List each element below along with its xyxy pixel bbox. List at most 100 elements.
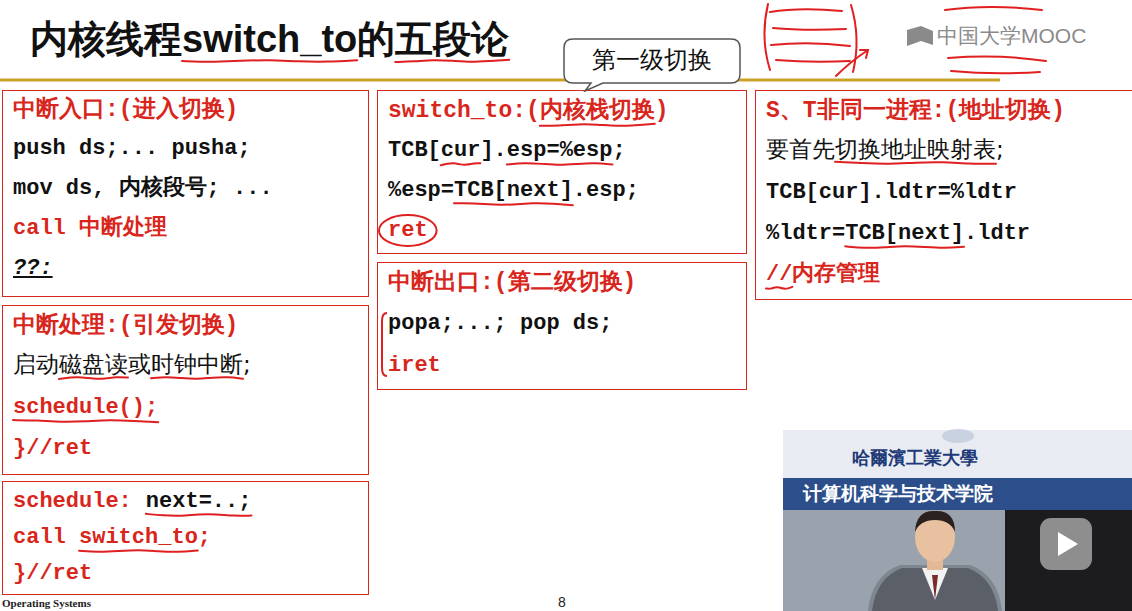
ink-underline	[441, 163, 481, 165]
handler-box: 中断处理:(引发切换) 启动磁盘读或时钟中断; schedule(); }//ret	[2, 305, 369, 475]
ink-underline	[146, 514, 252, 516]
code-line: ??:	[13, 256, 53, 281]
body-text: 要首先切换地址映射表;	[766, 134, 1004, 165]
box-heading: S、T非同一进程:(地址切换)	[766, 94, 1065, 125]
box-heading: 中断处理:(引发切换)	[13, 309, 238, 340]
ink-underline	[395, 60, 509, 62]
logo-text: 中国大学MOOC	[937, 22, 1086, 50]
text-line: switch_to:(内核栈切换)	[388, 93, 736, 131]
text-line: push ds;... pusha;	[13, 129, 358, 169]
text-line: TCB[cur].esp=%esp;	[388, 131, 736, 171]
monitor	[1005, 510, 1132, 611]
code-line: schedule();	[13, 395, 158, 420]
university-name: 哈爾濱工業大學	[852, 446, 978, 470]
text-line: popa;...; pop ds;	[388, 303, 736, 345]
ink-underline	[13, 420, 158, 422]
logo-shape	[907, 26, 933, 46]
code-line: %ldtr=TCB[next].ldtr	[766, 221, 1030, 246]
text-line: 要首先切换地址映射表;	[766, 131, 1124, 172]
text-line: %ldtr=TCB[next].ldtr	[766, 213, 1124, 254]
text-line: 中断出口:(第二级切换)	[388, 265, 736, 303]
play-button	[1040, 518, 1092, 570]
suit	[872, 568, 998, 611]
body-text: 启动磁盘读或时钟中断;	[13, 349, 251, 380]
text-line: schedule();	[13, 387, 358, 428]
text-line: S、T非同一进程:(地址切换)	[766, 93, 1124, 131]
text-line: }//ret	[13, 428, 358, 469]
ink-stroke	[776, 60, 850, 62]
text-line: call 中断处理	[13, 209, 358, 249]
suit-shadow	[868, 565, 1002, 611]
code-line: iret	[388, 353, 441, 378]
text-line: 中断处理:(引发切换)	[13, 308, 358, 346]
code-line: popa;...; pop ds;	[388, 311, 612, 336]
ink-underline	[540, 124, 655, 126]
callout-text: 第一级切换	[563, 38, 741, 83]
bubble-shape	[564, 39, 740, 91]
ink-underline	[507, 163, 613, 164]
ink-arrow	[836, 50, 868, 76]
play-triangle	[1058, 532, 1078, 556]
ink-underline	[79, 550, 198, 551]
code-line: ret	[388, 218, 428, 243]
slide-title: 内核线程switch_to的五段论	[30, 14, 509, 65]
tie	[932, 575, 938, 600]
ink-underline	[151, 377, 243, 378]
text-line: //内存管理	[766, 254, 1124, 295]
text-line: 中断入口:(进入切换)	[13, 93, 358, 129]
banner-top	[783, 430, 1132, 478]
switch-box: switch_to:(内核栈切换) TCB[cur].esp=%esp; %esp=…	[377, 90, 747, 254]
video-panel	[783, 429, 1132, 611]
mooc-logo-icon	[907, 26, 933, 46]
code-line: }//ret	[13, 561, 92, 586]
ink-underline	[845, 246, 964, 247]
text-line: 第一级切换	[563, 38, 741, 83]
ink-stroke	[764, 4, 770, 70]
code-line: schedule:	[13, 489, 132, 514]
text-line: mov ds, 内核段号; ...	[13, 169, 358, 209]
ink-underline	[835, 162, 996, 164]
ink-underline	[182, 60, 357, 62]
schedule-box: schedule: next=..; call switch_to; }//ret	[2, 481, 369, 595]
code-line: }//ret	[13, 436, 92, 461]
callout-bubble: 第一级切换	[563, 38, 741, 92]
text-line: call switch_to;	[13, 520, 358, 556]
text-line: iret	[388, 345, 736, 387]
title-rule	[0, 79, 1000, 82]
course-name: Operating Systems	[2, 597, 91, 609]
exit-box: 中断出口:(第二级切换) popa;...; pop ds; iret	[377, 262, 747, 390]
ink-underline	[766, 287, 792, 289]
code-line: %esp=TCB[next].esp;	[388, 178, 639, 203]
box-heading: 中断入口:(进入切换)	[13, 93, 238, 124]
ink-underline	[59, 377, 128, 379]
entry-box: 中断入口:(进入切换) push ds;... pusha; mov ds, 内核段…	[2, 90, 369, 297]
ink-stroke	[945, 7, 1042, 10]
code-line: push ds;... pusha;	[13, 136, 251, 161]
video-background	[783, 430, 1132, 611]
box-heading: switch_to:(内核栈切换)	[388, 94, 669, 125]
code-line: call switch_to;	[13, 525, 211, 550]
code-line: TCB[cur].ldtr=%ldtr	[766, 180, 1017, 205]
box-heading: 中断出口:(第二级切换)	[388, 266, 636, 297]
text-line: ??:	[13, 249, 358, 289]
ink-stroke	[771, 43, 850, 46]
ink-circle	[379, 215, 437, 246]
code-line: next=..;	[146, 489, 252, 514]
ink-stroke	[770, 9, 842, 12]
banner-band	[783, 478, 1132, 510]
shirt	[922, 568, 948, 600]
school-name: 计算机科学与技术学院	[803, 481, 993, 507]
code-line: //内存管理	[766, 258, 880, 288]
code-line: call 中断处理	[13, 212, 167, 242]
code-line: TCB[cur].esp=%esp;	[388, 138, 626, 163]
ink-stroke	[948, 57, 1046, 61]
text-line: TCB[cur].ldtr=%ldtr	[766, 172, 1124, 213]
text-line: %esp=TCB[next].esp;	[388, 171, 736, 211]
code-line: mov ds, 内核段号; ...	[13, 172, 273, 202]
ink-stroke	[951, 71, 1040, 73]
ink-bracket	[382, 313, 387, 376]
text-line: }//ret	[13, 556, 358, 592]
ink-underline	[454, 203, 573, 205]
hair	[915, 511, 955, 532]
ink-stroke	[773, 28, 846, 30]
